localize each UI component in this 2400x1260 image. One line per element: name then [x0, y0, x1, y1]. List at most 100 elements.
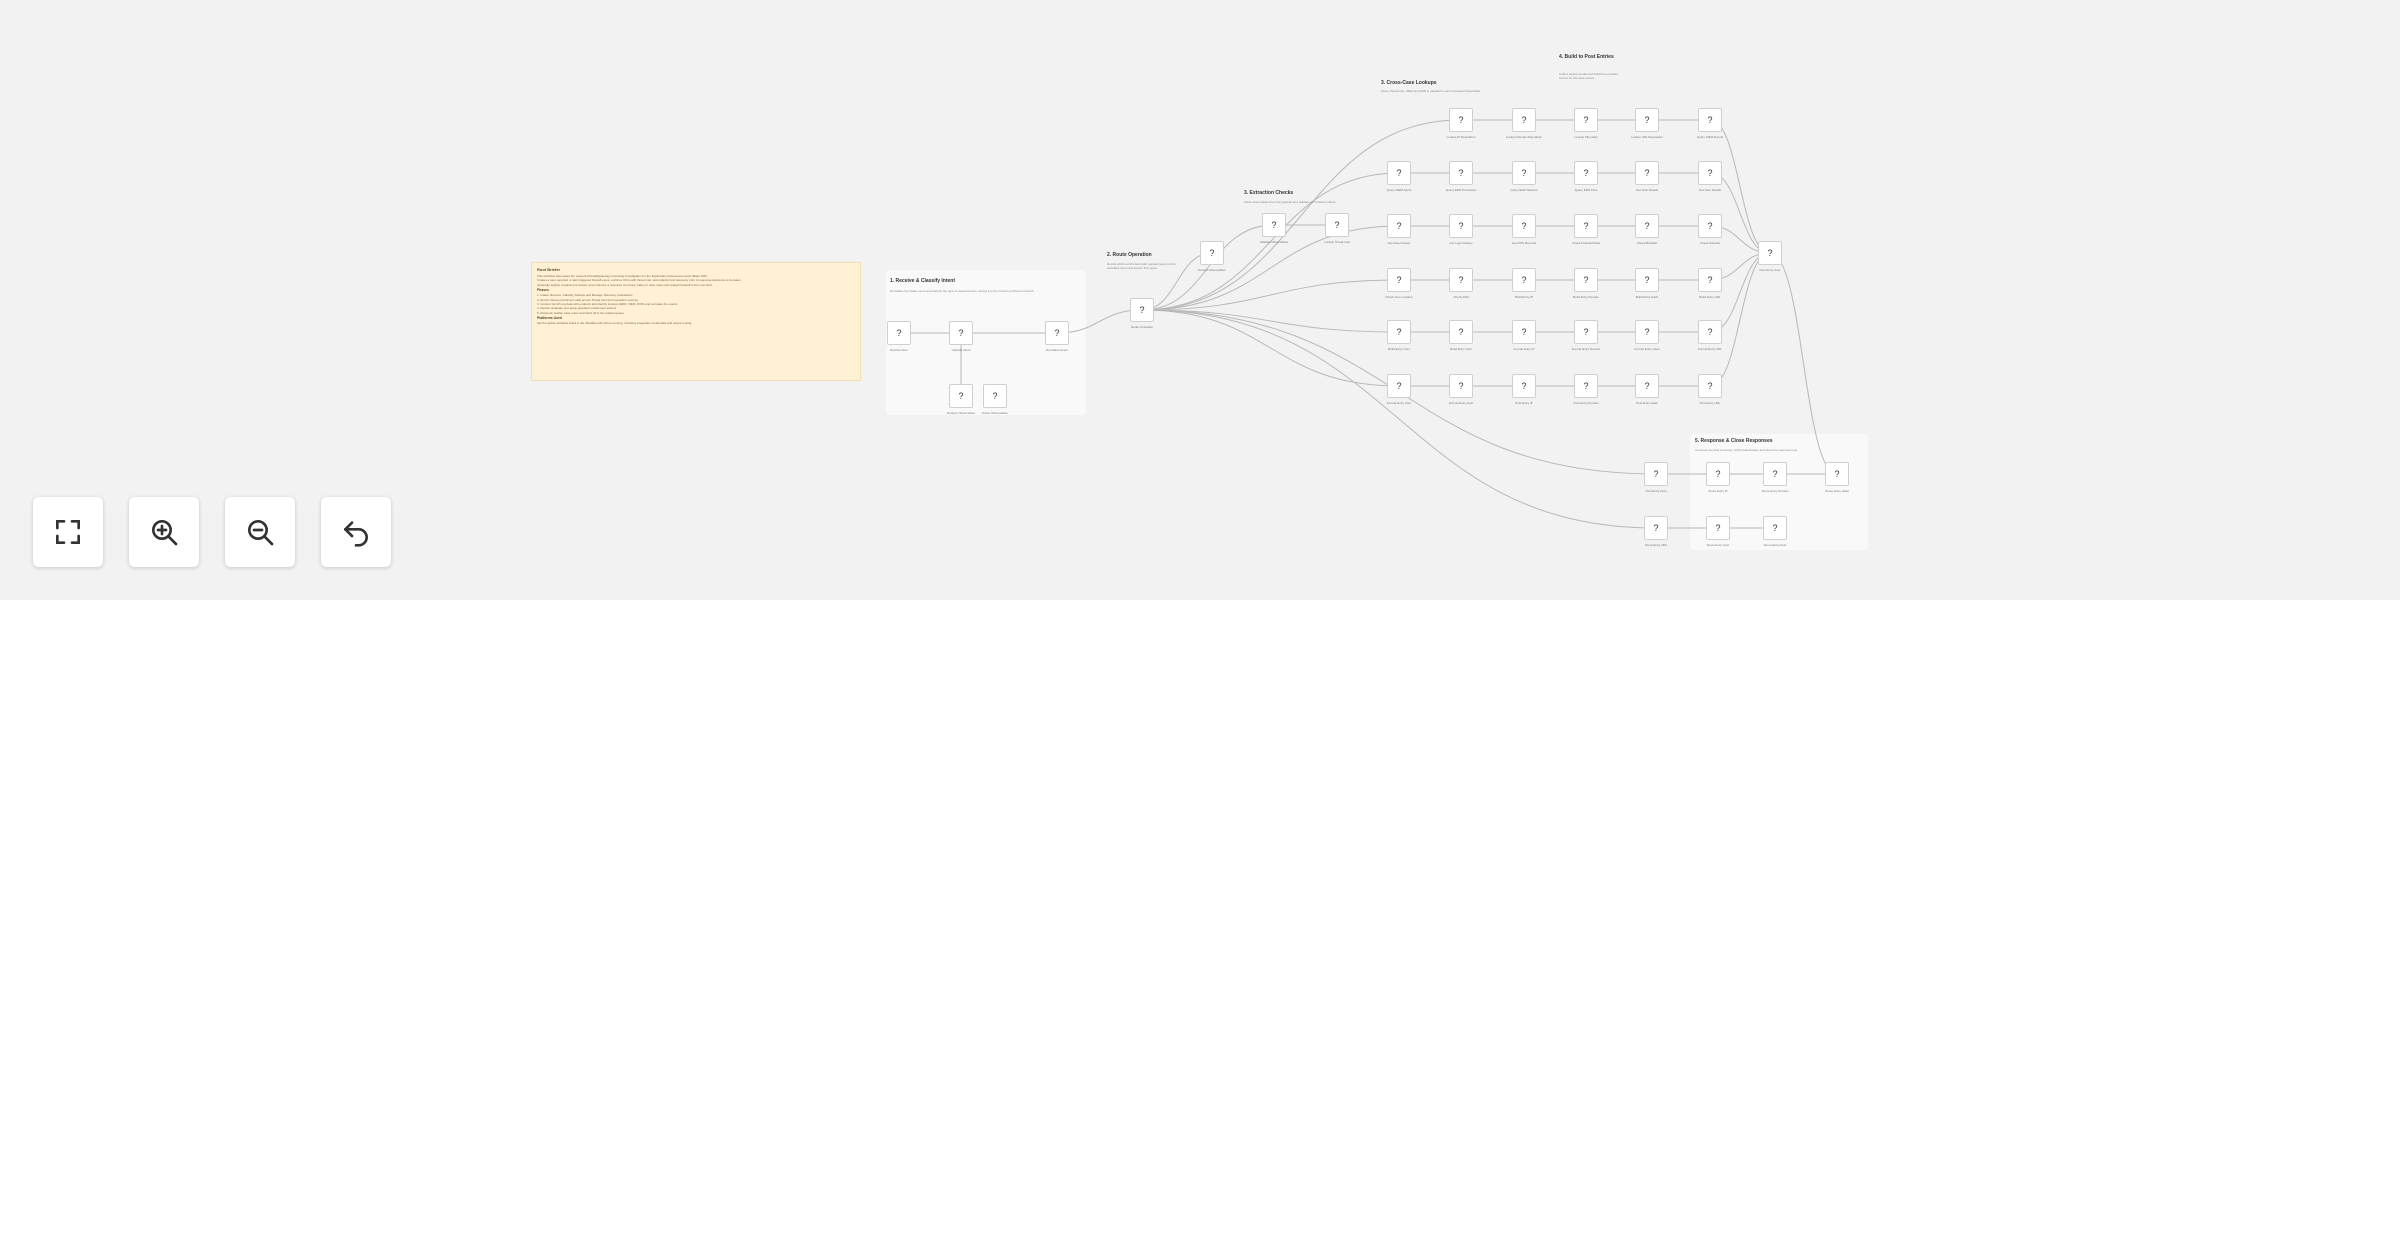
workflow-node[interactable]: ? [1698, 374, 1722, 398]
unknown-node-icon: ? [1458, 221, 1464, 231]
workflow-node[interactable]: ? [1644, 462, 1668, 486]
unknown-node-icon: ? [1653, 469, 1659, 479]
unknown-node-icon: ? [1707, 275, 1713, 285]
workflow-node[interactable]: ? [887, 321, 911, 345]
unknown-node-icon: ? [1707, 381, 1713, 391]
workflow-node-label: Get User Details [1698, 188, 1721, 192]
workflow-node[interactable]: ? [1512, 161, 1536, 185]
workflow-node[interactable]: ? [1644, 516, 1668, 540]
workflow-node[interactable]: ? [1574, 374, 1598, 398]
workflow-node[interactable]: ? [1706, 462, 1730, 486]
workflow-node[interactable]: ? [1698, 268, 1722, 292]
workflow-node-label: Check Geo Location [1385, 295, 1413, 299]
unknown-node-icon: ? [1396, 381, 1402, 391]
workflow-node[interactable]: ? [983, 384, 1007, 408]
workflow-node[interactable]: ? [1825, 462, 1849, 486]
zoom-out-button[interactable] [225, 497, 295, 567]
workflow-node[interactable]: ? [1449, 374, 1473, 398]
workflow-node-label: Score Entry IP [1708, 489, 1728, 493]
workflow-node[interactable]: ? [1387, 268, 1411, 292]
workflow-node[interactable]: ? [1449, 268, 1473, 292]
workflow-node[interactable]: ? [1045, 321, 1069, 345]
workflow-node[interactable]: ? [1763, 462, 1787, 486]
workflow-node-label: Post Entry Hash [1636, 401, 1658, 405]
unknown-node-icon: ? [1521, 168, 1527, 178]
note-line: It takes a user-reported or alert-trigge… [537, 278, 742, 283]
workflow-node[interactable]: ? [1512, 320, 1536, 344]
workflow-node[interactable]: ? [1574, 320, 1598, 344]
workflow-canvas[interactable]: Root Briefer This workflow automates the… [0, 0, 2400, 600]
unknown-node-icon: ? [1834, 469, 1840, 479]
workflow-node[interactable]: ? [1200, 241, 1224, 265]
workflow-node[interactable]: ? [1574, 161, 1598, 185]
workflow-node[interactable]: ? [1574, 268, 1598, 292]
workflow-node[interactable]: ? [1635, 374, 1659, 398]
workflow-edge [1141, 224, 1275, 311]
workflow-node[interactable]: ? [1698, 108, 1722, 132]
section-desc-crosscase: Query threat intel, SIEM and EDR in para… [1381, 89, 1481, 93]
fullscreen-icon [56, 520, 80, 544]
unknown-node-icon: ? [1458, 115, 1464, 125]
workflow-node[interactable]: ? [1387, 320, 1411, 344]
workflow-node-label: Post Entry Domain [1573, 401, 1599, 405]
zoom-in-button[interactable] [129, 497, 199, 567]
workflow-node[interactable]: ? [1698, 161, 1722, 185]
readme-note: Root Briefer This workflow automates the… [531, 262, 861, 381]
workflow-node[interactable]: ? [1635, 320, 1659, 344]
workflow-node[interactable]: ? [1512, 108, 1536, 132]
workflow-edge [1056, 309, 1143, 334]
section-desc-receive: Normalize the intake event and classify … [890, 289, 1035, 293]
workflow-node-label: Build Entry Host [1450, 347, 1472, 351]
unknown-node-icon: ? [1583, 115, 1589, 125]
workflow-node[interactable]: ? [1449, 320, 1473, 344]
workflow-node[interactable]: ? [1574, 214, 1598, 238]
workflow-node[interactable]: ? [1262, 213, 1286, 237]
undo-icon [344, 521, 368, 547]
unknown-node-icon: ? [1644, 168, 1650, 178]
unknown-node-icon: ? [1271, 220, 1277, 230]
workflow-node[interactable]: ? [1449, 108, 1473, 132]
workflow-node[interactable]: ? [1449, 214, 1473, 238]
workflow-node-label: Get Asset Owner [1387, 241, 1411, 245]
workflow-node[interactable]: ? [1758, 241, 1782, 265]
unknown-node-icon: ? [1396, 275, 1402, 285]
unknown-node-icon: ? [1521, 275, 1527, 285]
workflow-node[interactable]: ? [1706, 516, 1730, 540]
workflow-edge [1141, 309, 1400, 333]
workflow-node[interactable]: ? [1512, 374, 1536, 398]
fit-view-button[interactable] [33, 497, 103, 567]
workflow-node[interactable]: ? [1635, 214, 1659, 238]
workflow-node[interactable]: ? [1574, 108, 1598, 132]
workflow-edge [1141, 172, 1400, 311]
workflow-node[interactable]: ? [1387, 374, 1411, 398]
workflow-node-label: Post Entry User [1759, 268, 1781, 272]
workflow-node-label: Score Entry Domain [1761, 489, 1789, 493]
workflow-node[interactable]: ? [949, 384, 973, 408]
workflow-node[interactable]: ? [1512, 214, 1536, 238]
workflow-node[interactable]: ? [1449, 161, 1473, 185]
workflow-node[interactable]: ? [949, 321, 973, 345]
workflow-node[interactable]: ? [1387, 214, 1411, 238]
workflow-node[interactable]: ? [1325, 213, 1349, 237]
workflow-node-label: Get Host Details [1636, 188, 1658, 192]
unknown-node-icon: ? [1583, 327, 1589, 337]
reset-view-button[interactable] [321, 497, 391, 567]
workflow-node[interactable]: ? [1635, 268, 1659, 292]
section-desc-build-post: Collect lookup results and build the enr… [1559, 72, 1618, 80]
workflow-node-label: Get DNS Records [1511, 241, 1536, 245]
note-footer: Set the global variables listed in the V… [537, 321, 693, 326]
workflow-node[interactable]: ? [1512, 268, 1536, 292]
workflow-node-label: Post Entry URL [1699, 401, 1721, 405]
unknown-node-icon: ? [1644, 275, 1650, 285]
workflow-node[interactable]: ? [1763, 516, 1787, 540]
workflow-node[interactable]: ? [1698, 320, 1722, 344]
workflow-node[interactable]: ? [1635, 161, 1659, 185]
workflow-node[interactable]: ? [1387, 161, 1411, 185]
workflow-node[interactable]: ? [1130, 298, 1154, 322]
unknown-node-icon: ? [1583, 381, 1589, 391]
workflow-node[interactable]: ? [1698, 214, 1722, 238]
section-title-response: 5. Response & Close Responses [1695, 438, 1773, 444]
workflow-node[interactable]: ? [1635, 108, 1659, 132]
unknown-node-icon: ? [1772, 469, 1778, 479]
unknown-node-icon: ? [1767, 248, 1773, 258]
